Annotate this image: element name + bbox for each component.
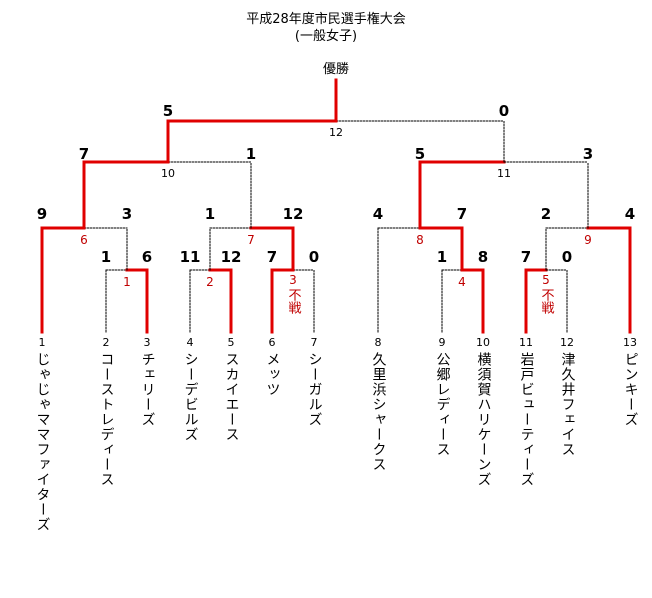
m9-score-right: 4 — [624, 205, 636, 223]
team-name-1: じゃじゃママファイターズ — [34, 352, 51, 532]
m8-match-number: 8 — [416, 233, 424, 247]
m12-score-right: 0 — [498, 102, 510, 120]
team-number-1: 1 — [38, 336, 46, 349]
m11-score-right: 3 — [582, 145, 594, 163]
team-name-12: 津久井フェイス — [559, 352, 576, 457]
m6-score-right: 3 — [121, 205, 133, 223]
m10-match-number: 10 — [161, 167, 175, 180]
team-name-4: シーデビルズ — [182, 352, 199, 442]
m3-match-number: 3 — [289, 273, 297, 287]
team-number-9: 9 — [438, 336, 446, 349]
team-name-8: 久里浜シャークス — [370, 352, 387, 472]
m12-score-left: 5 — [162, 102, 174, 120]
m9-score-left: 2 — [540, 205, 552, 223]
team-name-7: シーガルズ — [306, 352, 323, 427]
team-name-9: 公郷レディース — [434, 352, 451, 457]
champion-label: 優勝 — [322, 62, 350, 77]
team-name-6: メッツ — [264, 352, 281, 397]
m2-score-left: 11 — [179, 248, 201, 266]
team-number-11: 11 — [519, 336, 533, 349]
m7-score-right: 12 — [282, 205, 304, 223]
m2-score-right: 12 — [220, 248, 242, 266]
m7-match-number: 7 — [247, 233, 255, 247]
m10-score-right: 1 — [245, 145, 257, 163]
m6-score-left: 9 — [36, 205, 48, 223]
m8-score-left: 4 — [372, 205, 384, 223]
m4-score-right: 8 — [477, 248, 489, 266]
m1-match-number: 1 — [123, 275, 131, 289]
m11-match-number: 11 — [497, 167, 511, 180]
m1-score-left: 1 — [100, 248, 112, 266]
team-name-10: 横須賀ハリケーンズ — [475, 352, 492, 487]
m11-score-left: 5 — [414, 145, 426, 163]
team-name-3: チェリーズ — [139, 352, 156, 427]
team-name-13: ピンキーズ — [622, 352, 639, 427]
team-number-4: 4 — [186, 336, 194, 349]
tournament-subtitle: (一般女子) — [294, 29, 358, 44]
team-number-10: 10 — [476, 336, 490, 349]
m8-score-right: 7 — [456, 205, 468, 223]
tournament-title: 平成28年度市民選手権大会 — [246, 12, 406, 27]
m4-score-left: 1 — [436, 248, 448, 266]
m5-score-left: 7 — [520, 248, 532, 266]
m4-match-number: 4 — [458, 275, 466, 289]
team-name-2: コーストレディース — [98, 352, 115, 487]
m5-score-right: 0 — [561, 248, 573, 266]
m9-match-number: 9 — [584, 233, 592, 247]
m3-walkover-label: 不戦 — [285, 288, 301, 314]
m2-match-number: 2 — [206, 275, 214, 289]
m10-score-left: 7 — [78, 145, 90, 163]
team-number-8: 8 — [374, 336, 382, 349]
team-number-7: 7 — [310, 336, 318, 349]
m5-walkover-label: 不戦 — [538, 288, 554, 314]
m7-score-left: 1 — [204, 205, 216, 223]
team-number-2: 2 — [102, 336, 110, 349]
team-name-11: 岩戸ビューティーズ — [518, 352, 535, 487]
team-number-13: 13 — [623, 336, 637, 349]
m3-score-right: 0 — [308, 248, 320, 266]
team-number-6: 6 — [268, 336, 276, 349]
m3-score-left: 7 — [266, 248, 278, 266]
m5-match-number: 5 — [542, 273, 550, 287]
team-number-12: 12 — [560, 336, 574, 349]
m12-match-number: 12 — [329, 126, 343, 139]
m1-score-right: 6 — [141, 248, 153, 266]
team-number-5: 5 — [227, 336, 235, 349]
m6-match-number: 6 — [80, 233, 88, 247]
team-number-3: 3 — [143, 336, 151, 349]
team-name-5: スカイエース — [223, 352, 240, 442]
